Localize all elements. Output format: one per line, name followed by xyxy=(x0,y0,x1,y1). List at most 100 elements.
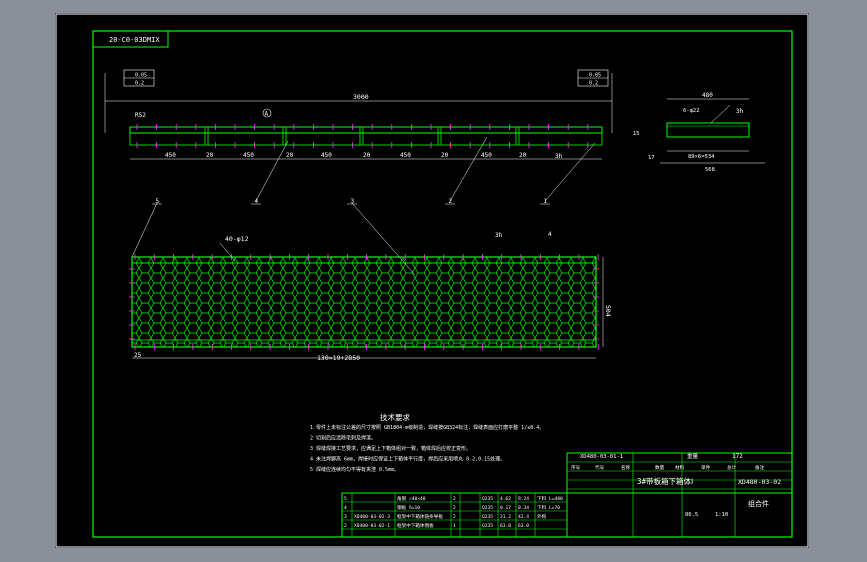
bom-cell: 4 xyxy=(344,505,347,511)
bom-cell: 2 xyxy=(344,523,347,529)
header-cell: 数量 xyxy=(655,464,665,471)
svg-text:0.05: 0.05 xyxy=(589,73,601,79)
plan-weld-top: 3h xyxy=(495,232,503,239)
note-line: 2 切割后应清除毛刺及焊渣。 xyxy=(310,435,376,442)
top-view: 3000 0.05 0.2 0.05 0.2 R52 A xyxy=(104,69,613,202)
drawing-sheet[interactable]: 20-C0-03DMIX 3000 0.05 0.2 0.05 0.2 R52 xyxy=(55,13,809,548)
bom-cell: 3 xyxy=(344,514,347,520)
header-cell: 代号 xyxy=(595,464,605,471)
bom-cell: 0.17 xyxy=(500,505,511,511)
balloon-a xyxy=(262,108,272,118)
beam-upper xyxy=(129,126,603,134)
corner-code: 20-C0-03DMIX xyxy=(109,36,160,44)
plan-view: 40-φ12 3h 4 25 130×19+2850 504 xyxy=(129,202,612,362)
note-line: 5 焊缝应连续均匀不得有夹渣 0.5mm。 xyxy=(310,466,399,473)
plan-dim-bottom: 130×19+2850 xyxy=(317,354,360,362)
segment-dim: 20 xyxy=(206,152,214,159)
beam-lower xyxy=(129,132,603,146)
svg-text:0.2: 0.2 xyxy=(135,81,144,87)
corner-code-box xyxy=(92,30,169,48)
section-width: 480 xyxy=(702,92,713,99)
callout-5: 5 xyxy=(156,198,160,205)
segment-dim: 450 xyxy=(243,152,254,159)
note-line: 3 焊缝焊接工艺要求，应满足上下箱体组对一致，箱体焊后应校正变形。 xyxy=(310,445,471,452)
segment-dim: 20 xyxy=(363,152,371,159)
callout-3: 3 xyxy=(351,198,355,205)
plan-outline xyxy=(131,256,597,348)
drawing-no: XD480-03-02 xyxy=(738,478,781,486)
bom-cell: 0.34 xyxy=(518,505,529,511)
bom-cell: 外购 xyxy=(537,513,547,520)
bom-cell: 下料 L=70 xyxy=(537,504,560,511)
bom-cell: 42.4 xyxy=(518,514,529,520)
section-bottom-dim: 89×6=534 xyxy=(688,154,715,160)
callout-4: 4 xyxy=(255,198,259,205)
drawing-name: 3#带板箱下箱体Ⅰ xyxy=(637,476,693,486)
weld-note-top-view: 3h xyxy=(555,153,563,160)
bom-cell: XD480-03-02-1 xyxy=(354,523,390,529)
beam-ribs xyxy=(204,127,520,145)
callout-2: 2 xyxy=(449,198,453,205)
technical-notes: 技术要求 1 零件上未标注公差的尺寸按照 GB1804-m级制造，焊缝按GB32… xyxy=(310,412,544,473)
header-cell: 备注 xyxy=(755,464,765,471)
svg-text:A: A xyxy=(265,111,269,118)
bom-cell: 2 xyxy=(453,496,456,502)
header-cell: 总计 xyxy=(727,464,737,471)
bom-cell: 1 xyxy=(453,523,456,529)
segment-dim: 450 xyxy=(165,152,176,159)
segment-dim: 20 xyxy=(286,152,294,159)
plan-hole-label: 40-φ12 xyxy=(225,235,249,243)
chain-mesh xyxy=(132,257,596,347)
bom-cell: 角钢 ∠40×40 xyxy=(397,495,426,502)
drawing-svg: 20-C0-03DMIX 3000 0.05 0.2 0.05 0.2 R52 xyxy=(55,13,809,548)
bom-cell: 2 xyxy=(453,505,456,511)
overall-length: 3000 xyxy=(353,93,369,101)
note-line: 1 零件上未标注公差的尺寸按照 GB1804-m级制造，焊缝按GB324标注，焊… xyxy=(310,424,544,431)
plan-dim-left: 25 xyxy=(134,352,142,359)
segment-dim: 450 xyxy=(321,152,332,159)
note-line: 4 未注焊脚高 6mm，焊接时应保证上下箱体平行度，焊后应采用喷丸 0.2,0.… xyxy=(310,456,505,463)
hole-label: 6-φ22 xyxy=(683,108,700,114)
bom-cell: 框架中下箱体链条导板 xyxy=(397,513,443,520)
segment-dim: 450 xyxy=(400,152,411,159)
bom-cell: 9.24 xyxy=(518,496,529,502)
header-cell: 单件 xyxy=(701,464,711,471)
bom-cell: Q235 xyxy=(482,496,493,502)
segment-dim: 20 xyxy=(519,152,527,159)
plan-dim-right: 504 xyxy=(604,305,612,317)
weight-label: 重量 xyxy=(687,452,699,460)
bom-cell: 2 xyxy=(453,514,456,520)
section-left-dim: 17 xyxy=(648,155,655,161)
bom-cell: 21.2 xyxy=(500,514,511,520)
plan-weld-right: 4 xyxy=(548,231,552,238)
bom-cell: 63.0 xyxy=(500,523,511,529)
bom-cell: 4.62 xyxy=(500,496,511,502)
svg-text:0.2: 0.2 xyxy=(589,81,598,87)
section-total-width: 568 xyxy=(705,167,715,173)
segment-dim: 450 xyxy=(481,152,492,159)
bom-cell: Q235 xyxy=(482,514,493,520)
bom-cell: XD480-03-02-3 xyxy=(354,514,390,520)
left-end-mark: R52 xyxy=(135,112,146,119)
header-cell: 材料 xyxy=(675,464,685,471)
header-cell: 序号 xyxy=(571,464,581,471)
material: 组合件 xyxy=(748,499,769,508)
bom-cell: 63.0 xyxy=(518,523,529,529)
part-callouts: 5 4 3 2 1 xyxy=(152,198,550,205)
outer-border xyxy=(55,13,809,548)
weight: 172 xyxy=(732,453,743,460)
notes-title: 技术要求 xyxy=(380,412,410,422)
revision-code: XD480-03-01-1 xyxy=(580,454,623,460)
segment-dimensions: 450 20 450 20 450 20 450 20 450 20 xyxy=(165,152,527,159)
scale: 1:10 xyxy=(715,512,728,518)
callout-1: 1 xyxy=(544,198,548,205)
header-cell: 名称 xyxy=(621,464,631,471)
weight-value: 86.5 xyxy=(685,512,698,518)
segment-dim: 20 xyxy=(441,152,449,159)
beam-marks xyxy=(136,124,589,148)
svg-text:0.05: 0.05 xyxy=(135,73,147,79)
section-height: 15 xyxy=(633,131,640,137)
section-weld-note: 3h xyxy=(736,108,744,115)
